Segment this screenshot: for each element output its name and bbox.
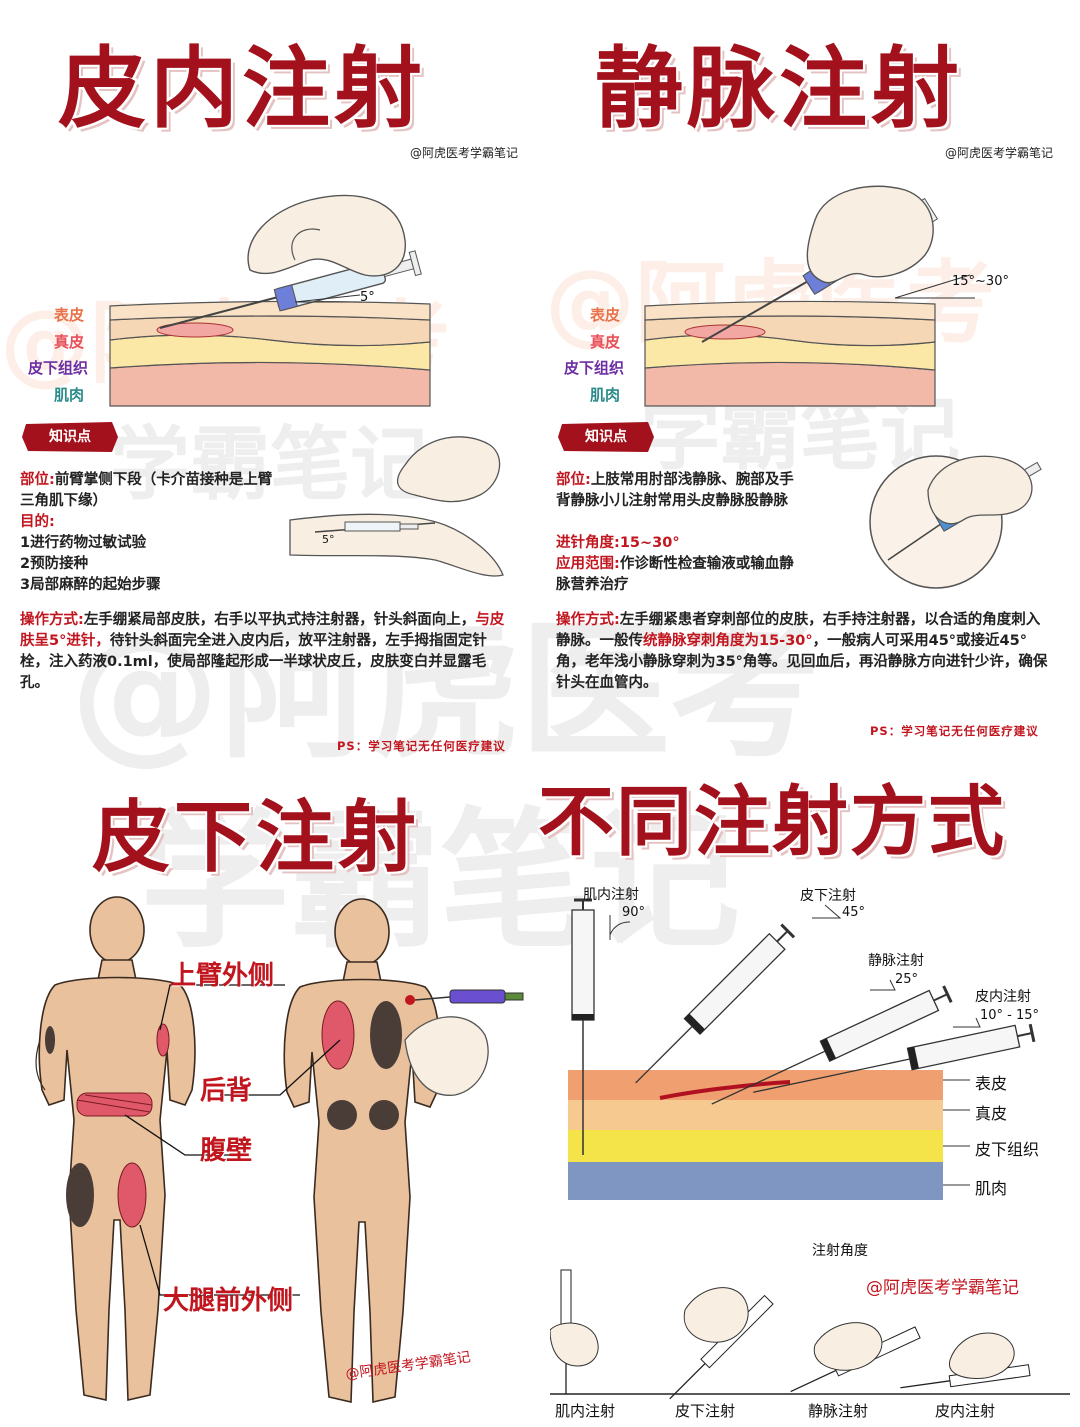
intravenous-site-label: 部位: [556, 472, 591, 488]
comparison-angle-section-title: 注射角度 [812, 1243, 868, 1259]
intradermal-method: 操作方式:左手绷紧局部皮肤，右手以平执式持注射器，针头斜面向上，与皮肤呈5°进针… [20, 610, 512, 694]
intravenous-method-text-2: ，一般病人可采用45°或接近45°角，老年浅小静脉穿刺为35°角等。见回血后，再… [556, 633, 1048, 691]
intravenous-title: 静脉注射 [595, 37, 964, 140]
intradermal-title: 皮内注射 [58, 37, 427, 140]
intradermal-badge-text: 知识点 [49, 429, 91, 445]
intradermal-method-text-1: 左手绷紧局部皮肤，右手以平执式持注射器，针头斜面向上， [83, 612, 476, 628]
comparison-bottom-label-iv: 静脉注射 [808, 1402, 869, 1420]
intravenous-site: 部位:上肢常用肘部浅静脉、腕部及手背静脉小儿注射常用头皮静脉股静脉 [556, 470, 806, 512]
intravenous-layer-subcutaneous: 皮下组织 [564, 359, 625, 377]
intravenous-hand-illustration [869, 455, 1042, 589]
comparison-syringe-sc-name: 皮下注射 [800, 888, 856, 904]
intradermal-skin-diagram [109, 194, 431, 407]
comparison-syringe-iv-name: 静脉注射 [868, 953, 924, 969]
intradermal-angle-label: 5° [360, 290, 375, 305]
intradermal-method-label: 操作方式: [20, 612, 84, 628]
intravenous-method: 操作方式:左手绷紧患者穿刺部位的皮肤，右手持注射器，以合适的角度刺入静脉。一般传… [556, 610, 1048, 694]
comparison-layer-epidermis: 表皮 [975, 1074, 1008, 1093]
comparison-syringe-sc-angle: 45° [842, 905, 866, 920]
comparison-bottom-label-im: 肌内注射 [555, 1402, 616, 1420]
intravenous-scope-label: 应用范围: [556, 556, 620, 572]
intravenous-ps: PS：学习笔记无任何医疗建议 [870, 724, 1039, 738]
comparison-title: 不同注射方式 [538, 777, 1006, 866]
intravenous-badge-text: 知识点 [585, 429, 627, 445]
comparison-bottom-label-sc: 皮下注射 [675, 1402, 736, 1420]
comparison-layer-dermis: 真皮 [975, 1104, 1008, 1123]
intradermal-layer-dermis: 真皮 [54, 333, 85, 351]
comparison-layer-muscle: 肌肉 [975, 1179, 1008, 1198]
intravenous-layer-muscle: 肌肉 [590, 386, 621, 404]
front-body [38, 896, 196, 1401]
intradermal-credit: @阿虎医考学霸笔记 [410, 146, 519, 160]
intravenous-method-highlight: 统静脉穿刺角度为15-30° [643, 633, 813, 649]
comparison-syringe-iv-angle: 25° [895, 972, 919, 987]
comparison-credit: @阿虎医考学霸笔记 [866, 1278, 1019, 1298]
intradermal-ps: PS：学习笔记无任何医疗建议 [337, 739, 506, 753]
intradermal-forearm-illustration [289, 436, 504, 577]
intradermal-layer-subcutaneous: 皮下组织 [28, 359, 89, 377]
intradermal-method-highlight: 与皮肤呈5°进针， [20, 612, 505, 649]
intradermal-purpose-label: 目的: [20, 514, 55, 530]
intravenous-layer-epidermis: 表皮 [590, 306, 621, 324]
comparison-syringe-id-angle: 10° - 15° [980, 1008, 1040, 1023]
intradermal-small-angle: 5° [322, 533, 335, 546]
subcutaneous-title: 皮下注射 [92, 793, 421, 883]
intradermal-site-text: 前臂掌侧下段（卡介苗接种是上臂三角肌下缘） [20, 472, 273, 509]
subcutaneous-body-diagram [35, 896, 524, 1403]
intradermal-layer-muscle: 肌肉 [54, 386, 85, 404]
comparison-layer-subcutaneous: 皮下组织 [975, 1140, 1040, 1159]
intradermal-layer-epidermis: 表皮 [54, 306, 85, 324]
intravenous-angle: 进针角度:15~30° [556, 533, 680, 554]
comparison-syringe-im-angle: 90° [622, 905, 646, 920]
subcutaneous-site-thigh: 大腿前外侧 [163, 1286, 294, 1316]
intradermal-knowledge-badge: 知识点 [20, 420, 120, 454]
comparison-diagram [568, 898, 1036, 1200]
comparison-angle-hands [550, 1269, 1070, 1400]
intravenous-angle-value: 15~30° [619, 535, 680, 551]
comparison-bottom-label-id: 皮内注射 [935, 1402, 996, 1420]
subcutaneous-site-upper-arm: 上臂外侧 [170, 961, 275, 991]
intravenous-site-text: 上肢常用肘部浅静脉、腕部及手背静脉小儿注射常用头皮静脉股静脉 [556, 472, 794, 509]
subcutaneous-site-abdomen: 腹壁 [200, 1136, 253, 1166]
intravenous-method-label: 操作方式: [556, 612, 620, 628]
comparison-syringe-id-name: 皮内注射 [975, 989, 1031, 1005]
intradermal-site: 部位:前臂掌侧下段（卡介苗接种是上臂三角肌下缘） [20, 470, 275, 512]
intravenous-scope-text: 作诊断性检查输液或输血静脉营养治疗 [556, 556, 794, 593]
intradermal-purpose-2: 2预防接种 [20, 556, 89, 572]
intravenous-angle-label: 15°~30° [952, 274, 1009, 289]
intravenous-credit: @阿虎医考学霸笔记 [945, 146, 1054, 160]
intravenous-knowledge-badge: 知识点 [556, 420, 656, 454]
intradermal-method-text-2: 待针头斜面完全进入皮内后，放平注射器，左手拇指固定针栓，注入药液0.1ml，使局… [20, 633, 487, 691]
intravenous-scope: 应用范围:作诊断性检查输液或输血静脉营养治疗 [556, 554, 806, 596]
subcutaneous-site-back: 后背 [200, 1076, 253, 1106]
intradermal-site-label: 部位: [20, 472, 55, 488]
comparison-syringe-im-name: 肌内注射 [583, 887, 639, 903]
back-body [283, 898, 441, 1403]
intradermal-purpose-3: 3局部麻醉的起始步骤 [20, 577, 161, 593]
intravenous-method-text-1: 左手绷紧患者穿刺部位的皮肤，右手持注射器，以合适的角度刺入静脉。一般传 [556, 612, 1041, 649]
intradermal-purpose-1: 1进行药物过敏试验 [20, 535, 147, 551]
intravenous-angle-title: 进针角度: [556, 535, 620, 551]
intravenous-skin-diagram [644, 185, 975, 407]
intravenous-layer-dermis: 真皮 [590, 333, 621, 351]
